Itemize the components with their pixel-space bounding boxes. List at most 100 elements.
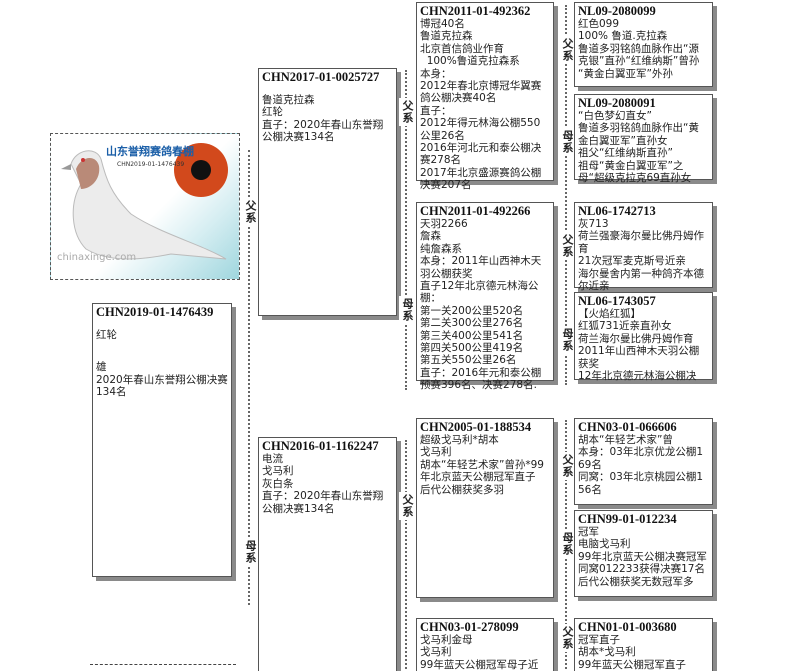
- pedigree-line: 第二关300公里276名: [420, 317, 524, 330]
- pedigree-line: 2017年北京盛源赛鸽公棚决赛207名: [420, 166, 542, 192]
- pedigree-line: 直子12年北京德元林海公棚：: [420, 280, 539, 305]
- pedigree-line: 祖父“红维纳斯直孙”: [578, 147, 673, 160]
- pedigree-line: 2012年得元林海公棚550公里26名: [420, 117, 541, 142]
- pedigree-line: 12年北京德元林海公棚决: [578, 370, 697, 383]
- pedigree-line: 灰713: [578, 218, 609, 230]
- pedigree-card[interactable]: NL09-2080091“白色梦幻直女”鲁道多羽铭鸽血脉作出“黄金白翼亚军”直孙…: [574, 94, 713, 184]
- sire-label: 父系: [242, 198, 258, 226]
- pedigree-line: 【火焰红狐】: [578, 308, 641, 320]
- sire-label: 父系: [559, 232, 575, 260]
- ring-number: CHN99-01-012234: [578, 512, 677, 526]
- sire-label: 父系: [559, 624, 575, 652]
- ring-number: CHN2016-01-1162247: [262, 439, 379, 453]
- pedigree-line: 21次冠军麦克斯号近亲: [578, 255, 686, 268]
- connector: [405, 440, 407, 671]
- pedigree-line: 第四关500公里419名: [420, 342, 524, 355]
- photo-title: 山东誉翔赛鸽春棚: [106, 145, 194, 158]
- pedigree-line: 2016年河北元和泰公棚决赛278名: [420, 142, 542, 167]
- dam-card[interactable]: CHN2016-01-1162247 电流 戈马利 灰白条 直子：2020年春山…: [258, 437, 397, 671]
- ring-number: CHN2017-01-0025727: [262, 70, 380, 84]
- pedigree-line: 同窝012233获得决赛17名: [578, 563, 705, 576]
- pedigree-line: 天羽2266: [420, 218, 468, 230]
- pedigree-line: 冠军直子: [578, 634, 620, 646]
- ring-number: CHN2011-01-492362: [420, 4, 531, 18]
- pedigree-line: 胡本*戈马利: [578, 646, 636, 659]
- sire-label: 父系: [399, 492, 415, 520]
- dam-label: 母系: [559, 128, 575, 156]
- ring-number: CHN2011-01-492266: [420, 204, 531, 218]
- pedigree-line: 第三关400公里541名: [420, 329, 524, 342]
- pedigree-line: 99年蓝天公棚冠军母子近: [420, 658, 539, 671]
- sire-label: 父系: [559, 452, 575, 480]
- pedigree-line: 詹森: [420, 230, 441, 243]
- connector: [565, 5, 567, 385]
- connector: [248, 150, 250, 605]
- pedigree-line: 2012年春北京博冠华翼赛鸽公棚决赛40名: [420, 80, 542, 105]
- pedigree-line: 胡本“年轻艺术家”曾: [578, 434, 673, 446]
- dam-label: 母系: [559, 530, 575, 558]
- dam-label: 母系: [559, 326, 575, 354]
- pedigree-line: 100%鲁道克拉森系: [420, 55, 520, 68]
- achievement: 2020年春山东誉翔公棚决赛134名: [96, 373, 228, 399]
- pedigree-line: 北京首信鸽业作育: [420, 42, 504, 55]
- pedigree-line: 99年蓝天公棚冠军直子: [578, 658, 686, 671]
- pedigree-line: 本身：: [420, 67, 452, 80]
- pedigree-line: 红狐731近亲直孙女: [578, 320, 672, 333]
- pedigree-line: 博冠40名: [420, 18, 465, 30]
- pedigree-line: 海尔曼舍内第一种鸽齐本德尔近亲: [578, 267, 704, 293]
- pedigree-line: 后代公棚获奖多羽: [420, 483, 504, 496]
- photo-ring: CHN2019-01-1476439: [117, 161, 185, 168]
- strain: 鲁道克拉森: [262, 94, 315, 106]
- pedigree-line: 本身：2011年山西神木天羽公棚获奖: [420, 255, 542, 280]
- ring-number: CHN03-01-066606: [578, 420, 677, 434]
- ring-number: NL09-2080091: [578, 96, 656, 110]
- pedigree-line: 荷兰强豪海尔曼比佛丹姆作育: [578, 230, 704, 255]
- pedigree-line: 荷兰海尔曼比佛丹姆作育: [578, 332, 694, 345]
- pigeon-photo: 山东誉翔赛鸽春棚 CHN2019-01-1476439 chinaxinge.c…: [50, 133, 240, 280]
- pedigree-line: 后代公棚获奖无数冠军多: [578, 575, 694, 588]
- name: 电流: [262, 453, 283, 465]
- pedigree-line: 鲁道克拉森: [420, 30, 473, 43]
- ring-number: CHN2019-01-1476439: [96, 305, 214, 319]
- strain: 戈马利: [262, 465, 294, 478]
- pedigree-line: 戈马利: [420, 646, 452, 659]
- pedigree-line: 2011年山西神木天羽公棚获奖: [578, 345, 700, 370]
- pedigree-line: 超级戈马利*胡本: [420, 434, 499, 446]
- photo-watermark: chinaxinge.com: [57, 252, 137, 263]
- dam-label: 母系: [242, 538, 258, 566]
- color: 红轮: [262, 106, 283, 119]
- pigeon-illustration: [61, 143, 228, 260]
- ring-number: CHN03-01-278099: [420, 620, 519, 634]
- pedigree-line: 冠军: [578, 526, 599, 538]
- pedigree-line: 祖母“黄金白翼亚军”之母“超级克拉克69直孙女: [578, 159, 692, 185]
- color: 红轮: [96, 329, 117, 341]
- connector: [405, 70, 407, 390]
- pedigree-line: 直子：2016年元和泰公棚预赛396名、决赛278名.: [420, 366, 542, 392]
- ring-number: CHN2005-01-188534: [420, 420, 532, 434]
- divider: [90, 664, 236, 665]
- ring-number: CHN01-01-003680: [578, 620, 677, 634]
- dam-label: 母系: [399, 296, 415, 324]
- sire-card[interactable]: CHN2017-01-0025727 鲁道克拉森 红轮 直子：2020年春山东誉…: [258, 68, 397, 316]
- color: 灰白条: [262, 477, 294, 490]
- pedigree-line: “黄金白翼亚军”外孙: [578, 67, 673, 80]
- pedigree-line: 鲁道多羽铭鸽血脉作出“黄金白翼亚军”直孙女: [578, 122, 699, 147]
- ring-number: NL06-1743057: [578, 294, 656, 308]
- subject-card[interactable]: CHN2019-01-1476439 红轮 雄 2020年春山东誉翔公棚决赛13…: [92, 303, 232, 577]
- pedigree-line: 第五关550公里26名: [420, 354, 517, 367]
- sire-label: 父系: [399, 98, 415, 126]
- pedigree-line: 电脑戈马利: [578, 538, 631, 551]
- pedigree-line: 胡本“年轻艺术家”曾孙*99年北京蓝天公棚冠军直子: [420, 458, 544, 484]
- pedigree-line: 红色099: [578, 18, 620, 30]
